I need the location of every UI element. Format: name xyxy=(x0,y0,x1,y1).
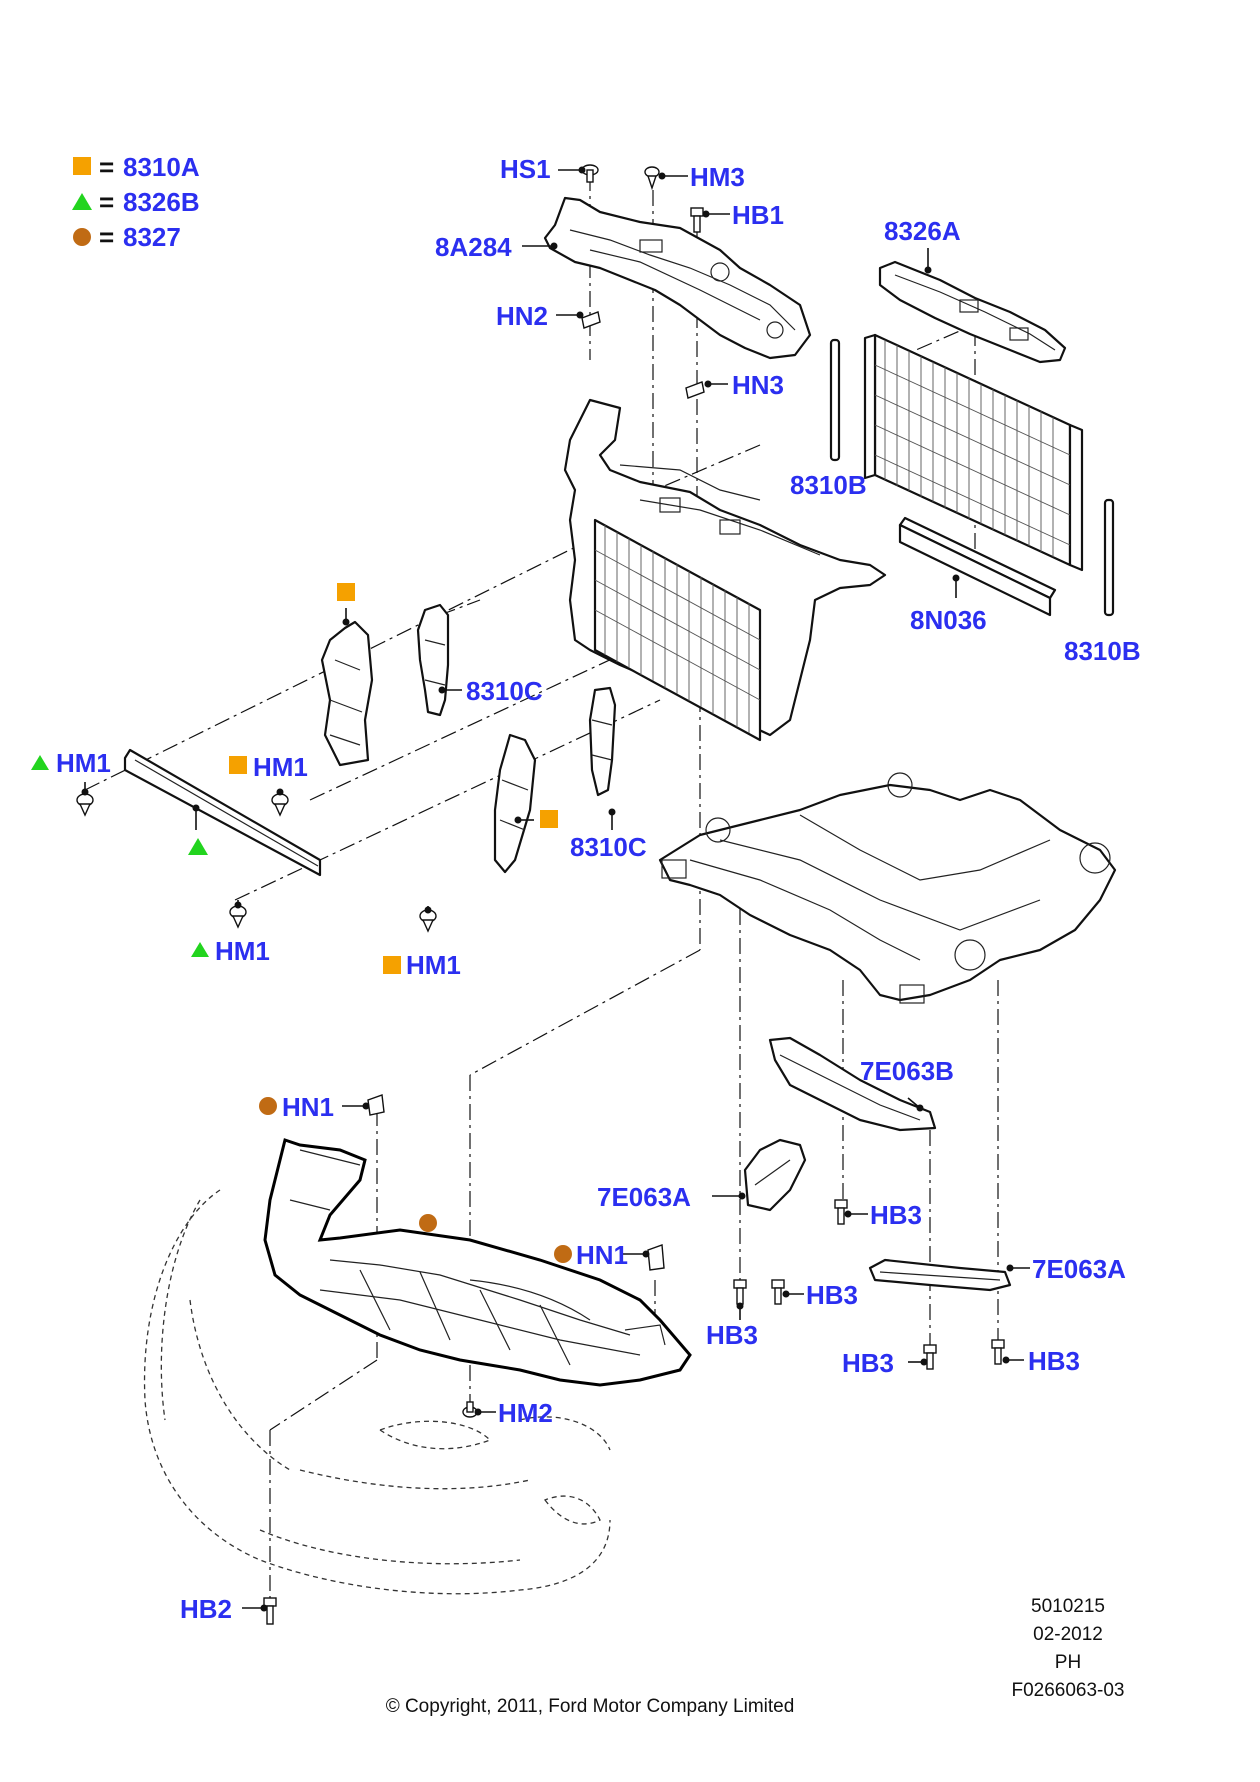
legend: = 8310A = 8326B = 8327 xyxy=(72,152,200,252)
fastener-hn3 xyxy=(685,381,705,399)
fastener-hn2 xyxy=(581,311,601,329)
legend-equals: = xyxy=(99,152,114,182)
label-7e063a-left: 7E063A xyxy=(597,1182,691,1212)
part-8310b-seal-upper xyxy=(829,338,841,462)
part-8310c-deflector-lower xyxy=(588,686,617,797)
label-hm1-mid: HM1 xyxy=(253,752,308,782)
legend-label-8327: 8327 xyxy=(123,222,181,252)
part-under-shield xyxy=(263,1138,692,1387)
fastener-hb3-b xyxy=(733,1279,747,1305)
orange-square-marker xyxy=(540,810,558,828)
label-hm2: HM2 xyxy=(498,1398,553,1428)
callout-labels: HS1 HM3 HB1 8A284 8326A HN2 HN3 8310B 8N… xyxy=(56,154,1141,1624)
green-triangle-marker xyxy=(31,755,49,770)
label-8326a: 8326A xyxy=(884,216,961,246)
label-hn1-left: HN1 xyxy=(282,1092,334,1122)
green-triangle-marker xyxy=(188,838,208,855)
green-triangle-marker xyxy=(191,942,209,957)
label-8310c-lower: 8310C xyxy=(570,832,647,862)
fastener-hm1-b xyxy=(271,793,289,817)
info-code: PH xyxy=(1055,1652,1081,1673)
label-hb1: HB1 xyxy=(732,200,784,230)
fastener-hm3 xyxy=(644,166,660,191)
label-hn2: HN2 xyxy=(496,301,548,331)
label-hm1-lower-mid: HM1 xyxy=(406,950,461,980)
fastener-hn1-b xyxy=(647,1244,665,1271)
fastener-hm1-c xyxy=(229,905,247,929)
info-date: 02-2012 xyxy=(1033,1624,1103,1645)
part-subframe xyxy=(658,772,1117,1004)
label-hm1-left: HM1 xyxy=(56,748,111,778)
fastener-hn1-a xyxy=(367,1094,385,1116)
fastener-hb1 xyxy=(690,207,704,233)
label-8a284: 8A284 xyxy=(435,232,512,262)
fastener-hb3-d xyxy=(923,1344,937,1370)
orange-square-marker xyxy=(229,756,247,774)
fasteners xyxy=(76,164,1005,1625)
fastener-hm2 xyxy=(462,1401,478,1418)
label-hm3: HM3 xyxy=(690,162,745,192)
legend-square-marker xyxy=(73,157,91,175)
label-hs1: HS1 xyxy=(500,154,551,184)
part-radiator-support xyxy=(563,398,887,742)
label-8310c-upper: 8310C xyxy=(466,676,543,706)
part-8310c-deflector-upper xyxy=(416,603,450,717)
part-8n036-bar xyxy=(898,516,1057,617)
leader-lines xyxy=(81,166,1030,1612)
fastener-hb3-c xyxy=(771,1279,785,1305)
brown-circle-marker xyxy=(259,1097,277,1115)
brown-circle-marker xyxy=(554,1245,572,1263)
label-hm1-lower-left: HM1 xyxy=(215,936,270,966)
label-hb3-4: HB3 xyxy=(842,1348,894,1378)
orange-square-marker xyxy=(337,583,355,601)
brown-circle-marker xyxy=(419,1214,437,1232)
label-hb3-5: HB3 xyxy=(1028,1346,1080,1376)
fastener-hb2 xyxy=(263,1597,277,1625)
part-8326a-bracket xyxy=(878,260,1067,364)
legend-label-8310a: 8310A xyxy=(123,152,200,182)
legend-triangle-marker xyxy=(72,193,92,210)
part-8a284-shield xyxy=(543,196,812,360)
fastener-hb3-e xyxy=(991,1339,1005,1365)
label-hb3-3: HB3 xyxy=(706,1320,758,1350)
copyright-text: © Copyright, 2011, Ford Motor Company Li… xyxy=(386,1696,795,1717)
label-8n036: 8N036 xyxy=(910,605,987,635)
info-block: 5010215 02-2012 PH F0266063-03 xyxy=(1011,1596,1124,1701)
label-hn3: HN3 xyxy=(732,370,784,400)
info-part-number: 5010215 xyxy=(1031,1596,1105,1617)
label-8310b-top: 8310B xyxy=(790,470,867,500)
label-hn1-right: HN1 xyxy=(576,1240,628,1270)
legend-label-8326b: 8326B xyxy=(123,187,200,217)
part-condenser xyxy=(863,333,1084,572)
info-figure-id: F0266063-03 xyxy=(1011,1680,1124,1701)
legend-circle-marker xyxy=(73,228,91,246)
label-hb3-1: HB3 xyxy=(870,1200,922,1230)
label-7e063a-right: 7E063A xyxy=(1032,1254,1126,1284)
part-7e063b-shield xyxy=(768,1036,937,1132)
fastener-hm1-a xyxy=(76,793,94,817)
part-7e063a-bracket-left xyxy=(743,1138,807,1212)
part-8310a-deflector-lower xyxy=(493,733,537,874)
part-8326b-air-guide xyxy=(123,748,322,877)
part-8310b-seal-lower xyxy=(1103,498,1115,617)
label-hb3-2: HB3 xyxy=(806,1280,858,1310)
label-8310b-bottom: 8310B xyxy=(1064,636,1141,666)
part-7e063a-bracket-right xyxy=(868,1258,1012,1292)
orange-square-marker xyxy=(383,956,401,974)
fastener-hb3-a xyxy=(834,1199,848,1225)
part-markers xyxy=(31,583,572,1263)
part-bumper-cover xyxy=(143,1189,611,1595)
label-7e063b: 7E063B xyxy=(860,1056,954,1086)
part-8310a-deflector-upper xyxy=(320,620,374,767)
label-hb2: HB2 xyxy=(180,1594,232,1624)
legend-equals: = xyxy=(99,187,114,217)
legend-equals: = xyxy=(99,222,114,252)
